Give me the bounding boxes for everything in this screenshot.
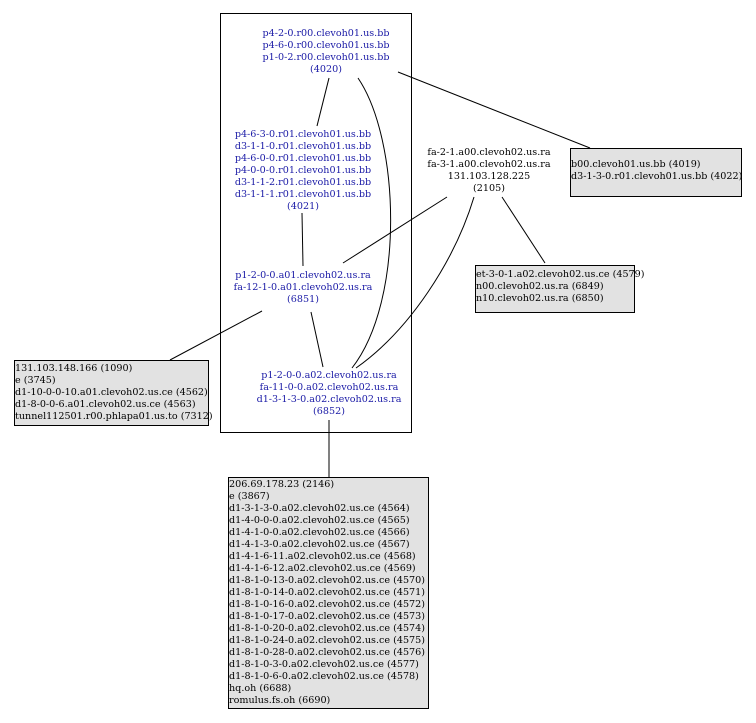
node-label-line: fa-3-1.a00.clevoh02.us.ra <box>427 159 551 170</box>
node-label-line: d1-8-1-0-17-0.a02.clevoh02.us.ce (4573) <box>229 611 426 622</box>
node-label-line: d1-8-1-0-20-0.a02.clevoh02.us.ce (4574) <box>229 623 426 634</box>
node-label-line: d1-4-1-6-11.a02.clevoh02.us.ce (4568) <box>229 551 416 562</box>
node-label-line: d1-4-0-0-0.a02.clevoh02.us.ce (4565) <box>229 515 410 526</box>
node-label-line: d1-8-1-0-13-0.a02.clevoh02.us.ce (4570) <box>229 575 426 586</box>
node-label-line: hq.oh (6688) <box>229 683 292 694</box>
node-label-line: d1-4-1-0-0.a02.clevoh02.us.ce (4566) <box>229 527 410 538</box>
box-2146[interactable]: 206.69.178.23 (2146)e (3867)d1-3-1-3-0.a… <box>228 477 429 709</box>
node-label-line: d1-8-1-0-6-0.a02.clevoh02.us.ce (4578) <box>229 671 419 682</box>
box-1090[interactable]: 131.103.148.166 (1090)e (3745)d1-10-0-0-… <box>14 360 213 426</box>
edge-n2105-n6851 <box>342 196 448 264</box>
node-label-line: d1-10-0-0-10.a01.clevoh02.us.ce (4562) <box>15 387 208 398</box>
node-label-line: d3-1-1-1.r01.clevoh01.us.bb <box>234 189 372 200</box>
box-4579[interactable]: et-3-0-1.a02.clevoh02.us.ce (4579)n00.cl… <box>475 265 645 313</box>
node-label-line: d1-8-1-0-3-0.a02.clevoh02.us.ce (4577) <box>229 659 419 670</box>
node-label-line: p4-2-0.r00.clevoh01.us.bb <box>262 28 390 39</box>
edge-n6851-box1090 <box>169 310 263 361</box>
edge-n4020-n6852 <box>351 77 392 369</box>
edge-n2105-box4579 <box>501 196 546 264</box>
node-label-line: et-3-0-1.a02.clevoh02.us.ce (4579) <box>476 269 645 280</box>
node-label-line: d1-4-1-3-0.a02.clevoh02.us.ce (4567) <box>229 539 410 550</box>
node-label-line: d1-8-0-0-6.a01.clevoh02.us.ce (4563) <box>15 399 196 410</box>
node-label-line: 206.69.178.23 (2146) <box>229 479 335 490</box>
node-label-line: fa-12-1-0.a01.clevoh02.us.ra <box>233 282 373 293</box>
node-label-line: fa-2-1.a00.clevoh02.us.ra <box>427 147 551 158</box>
node-label-line: p4-0-0-0.r01.clevoh01.us.bb <box>234 165 372 176</box>
node-label-line: (4020) <box>310 64 342 75</box>
node-label-line: p4-6-3-0.r01.clevoh01.us.bb <box>234 129 372 140</box>
node-label-line: d3-1-1-0.r01.clevoh01.us.bb <box>234 141 372 152</box>
node-label-line: d1-4-1-6-12.a02.clevoh02.us.ce (4569) <box>229 563 416 574</box>
edge-n4020-n4021 <box>316 77 330 127</box>
node-label-line: d3-1-3-0.r01.clevoh01.us.bb (4022) <box>571 171 743 182</box>
node-label-line: (6851) <box>287 294 319 305</box>
node-label-line: d1-8-1-0-14-0.a02.clevoh02.us.ce (4571) <box>229 587 426 598</box>
node-label-line: romulus.fs.oh (6690) <box>229 695 331 706</box>
edge-n2105-n6852 <box>355 196 475 369</box>
node-label-line: d1-8-1-0-16-0.a02.clevoh02.us.ce (4572) <box>229 599 426 610</box>
node-label-line: e (3867) <box>229 491 270 502</box>
node-label-line: d1-3-1-3-0.a02.clevoh02.us.ce (4564) <box>229 503 410 514</box>
node-label-line: p1-0-2.r00.clevoh01.us.bb <box>262 52 390 63</box>
edge-n4021-n6851 <box>301 212 304 267</box>
node-label-line: n00.clevoh02.us.ra (6849) <box>476 281 604 292</box>
node-label-line: n10.clevoh02.us.ra (6850) <box>476 293 604 304</box>
node-label-line: d1-8-1-0-24-0.a02.clevoh02.us.ce (4575) <box>229 635 426 646</box>
box-4019[interactable]: b00.clevoh01.us.bb (4019)d3-1-3-0.r01.cl… <box>570 148 742 197</box>
node-label-line: fa-11-0-0.a02.clevoh02.us.ra <box>259 382 399 393</box>
node-label-line: (2105) <box>473 183 505 194</box>
edge-n6851-n6852 <box>310 311 324 368</box>
node-label-line: 131.103.148.166 (1090) <box>15 363 133 374</box>
node-label-line: d1-3-1-3-0.a02.clevoh02.us.ra <box>256 394 402 405</box>
node-label-line: 131.103.128.225 <box>447 171 531 182</box>
node-label-line: (4021) <box>287 201 319 212</box>
node-label-line: p4-6-0.r00.clevoh01.us.bb <box>262 40 390 51</box>
node-label-line: p4-6-0-0.r01.clevoh01.us.bb <box>234 153 372 164</box>
node-label-line: p1-2-0-0.a01.clevoh02.us.ra <box>235 270 371 281</box>
node-label-line: (6852) <box>313 406 345 417</box>
cluster-clevoh-router-group <box>220 13 412 433</box>
node-label-line: d1-8-1-0-28-0.a02.clevoh02.us.ce (4576) <box>229 647 426 658</box>
node-label-line: e (3745) <box>15 375 56 386</box>
node-label-line: p1-2-0-0.a02.clevoh02.us.ra <box>261 370 397 381</box>
node-label-line: d3-1-1-2.r01.clevoh01.us.bb <box>234 177 372 188</box>
node-label-line: tunnel112501.r00.phlapa01.us.to (7312) <box>15 411 213 422</box>
node-label-line: b00.clevoh01.us.bb (4019) <box>571 159 701 170</box>
edge-n4020-box4019 <box>397 71 591 149</box>
